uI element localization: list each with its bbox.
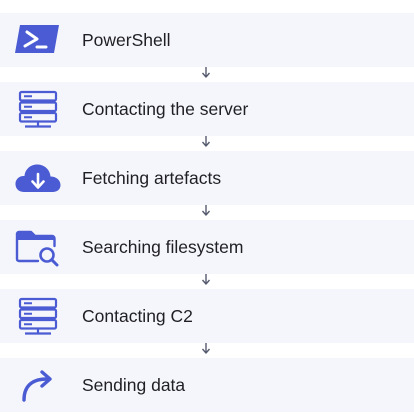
flow-step-label: Sending data bbox=[82, 375, 186, 395]
flow-step-searching-filesystem: Searching filesystem bbox=[0, 220, 414, 274]
flow-step-label: Contacting C2 bbox=[82, 306, 193, 326]
connector-arrow-icon bbox=[201, 67, 211, 78]
flow-step-fetching-artefacts: Fetching artefacts bbox=[0, 151, 414, 205]
cloud-download-icon bbox=[15, 164, 61, 192]
flow-step-label: Fetching artefacts bbox=[82, 168, 222, 188]
flow-step-label: Searching filesystem bbox=[82, 237, 244, 257]
connector-arrow-icon bbox=[201, 205, 211, 216]
forward-arrow-icon bbox=[22, 370, 52, 402]
server-icon bbox=[18, 297, 58, 335]
flow-step-label: PowerShell bbox=[82, 30, 171, 50]
folder-search-icon bbox=[15, 230, 59, 267]
connector-arrow-icon bbox=[201, 343, 211, 354]
flow-step-contacting-server: Contacting the server bbox=[0, 82, 414, 136]
flow-step-label: Contacting the server bbox=[82, 99, 249, 119]
flow-step-powershell: PowerShell bbox=[0, 13, 414, 67]
connector-arrow-icon bbox=[201, 136, 211, 147]
flow-step-sending-data: Sending data bbox=[0, 358, 414, 412]
flow-step-contacting-c2: Contacting C2 bbox=[0, 289, 414, 343]
connector-arrow-icon bbox=[201, 274, 211, 285]
server-icon bbox=[18, 90, 58, 128]
powershell-icon bbox=[15, 25, 59, 53]
